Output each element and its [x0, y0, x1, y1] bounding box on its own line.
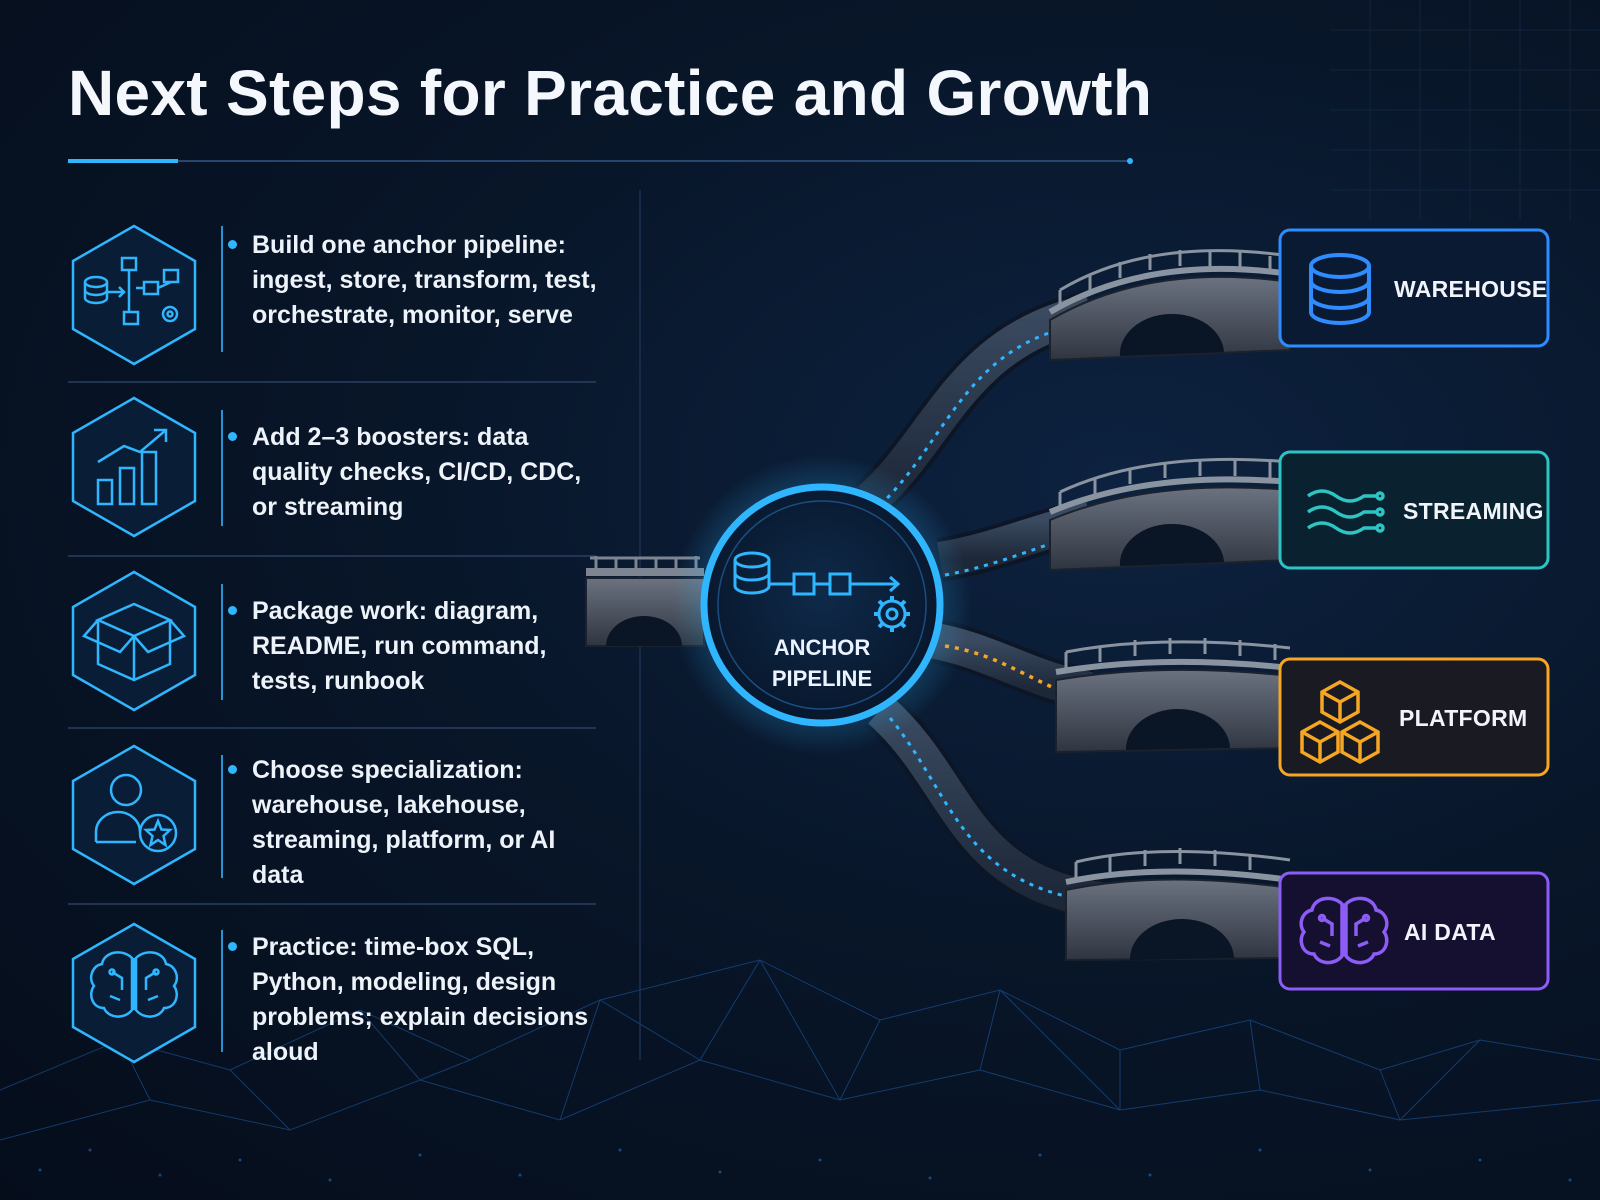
dest-label-warehouse: WAREHOUSE	[1394, 276, 1548, 302]
step-text-5: Practice: time-box SQL, Python, modeling…	[252, 933, 589, 1066]
database-icon	[1309, 253, 1371, 325]
step-icon-4	[71, 744, 197, 886]
page-title: Next Steps for Practice and Growth	[68, 57, 1153, 129]
dest-label-platform: PLATFORM	[1399, 705, 1528, 731]
bridge-warehouse	[1048, 249, 1291, 362]
wave-stream-icon	[1306, 489, 1385, 535]
background-grid	[1330, 0, 1600, 220]
bridge-platform	[1055, 638, 1291, 754]
anchor-hub	[672, 455, 972, 755]
step-icon-1	[71, 224, 197, 366]
mountain-mesh	[0, 959, 1600, 1141]
bullet-dot	[228, 606, 237, 615]
dest-label-streaming: STREAMING	[1403, 498, 1544, 524]
pipeline-flow-icon	[83, 256, 180, 326]
cubes-icon	[1300, 679, 1380, 765]
bullet-dot	[228, 432, 237, 441]
hub-label: ANCHOR PIPELINE	[771, 635, 873, 691]
brain-circuit-icon	[90, 951, 178, 1018]
user-star-icon	[94, 773, 178, 853]
step-icon-5	[71, 922, 197, 1064]
growth-chart-icon	[96, 428, 168, 506]
step-text-1: Build one anchor pipeline: ingest, store…	[252, 231, 597, 329]
bullet-dot	[228, 942, 237, 951]
dest-card-streaming	[1278, 450, 1550, 570]
bridge-ai-data	[1065, 848, 1291, 962]
bullet-dot	[228, 765, 237, 774]
dest-card-ai-data	[1278, 871, 1550, 991]
bridge-streaming	[1048, 457, 1291, 572]
step-icon-3	[71, 570, 197, 712]
dest-card-warehouse	[1278, 228, 1550, 348]
pipeline-gear-icon	[733, 551, 910, 632]
dest-card-platform	[1278, 657, 1550, 777]
step-item-1: Build one anchor pipeline: ingest, store…	[228, 228, 612, 333]
step-icon-2	[71, 396, 197, 538]
brain-icon	[1299, 896, 1389, 965]
bullet-dot	[228, 240, 237, 249]
step-item-2: Add 2–3 boosters: data quality checks, C…	[228, 420, 612, 525]
step-text-4: Choose specialization: warehouse, lakeho…	[252, 756, 556, 889]
step-text-3: Package work: diagram, README, run comma…	[252, 597, 547, 695]
step-item-4: Choose specialization: warehouse, lakeho…	[228, 753, 612, 893]
step-text-2: Add 2–3 boosters: data quality checks, C…	[252, 423, 582, 521]
particle-dots	[38, 1148, 1572, 1182]
step-item-5: Practice: time-box SQL, Python, modeling…	[228, 930, 612, 1070]
step-item-3: Package work: diagram, README, run comma…	[228, 594, 612, 699]
title-underline	[68, 158, 1133, 164]
dest-label-ai-data: AI DATA	[1404, 919, 1496, 945]
package-box-icon	[81, 602, 187, 682]
